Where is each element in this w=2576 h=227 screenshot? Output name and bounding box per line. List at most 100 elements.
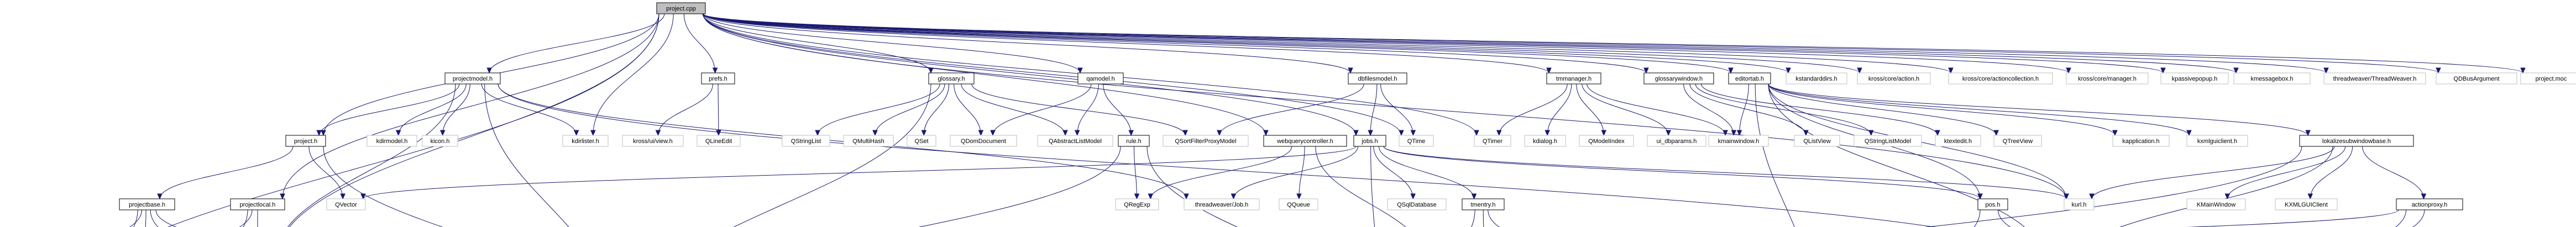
node-rule-h[interactable]: rule.h	[1118, 135, 1150, 147]
edge-projectmodel_h-to-project_h	[318, 83, 460, 136]
node-qregexp: QRegExp	[1115, 198, 1159, 210]
edge-project_cpp-to-threadweaver_ThreadWeaver_h	[703, 13, 2327, 73]
node-lokalizesubwindowbase-h[interactable]: lokalizesubwindowbase.h	[2299, 135, 2414, 147]
arrowhead-icon	[1786, 67, 1791, 74]
arrowhead-icon	[1353, 130, 1359, 136]
arrowhead-icon	[1134, 193, 1140, 200]
node-kdialog-h: kdialog.h	[1524, 135, 1566, 147]
node-qamodel-h[interactable]: qamodel.h	[1077, 72, 1124, 85]
arrowhead-icon	[1728, 67, 1734, 74]
node-box	[2275, 198, 2338, 210]
node-projectbase-h[interactable]: projectbase.h	[119, 198, 175, 210]
node-project-h[interactable]: project.h	[285, 135, 326, 147]
node-kdirlister-h: kdirlister.h	[562, 135, 609, 147]
node-tmentry-h[interactable]: tmentry.h	[1462, 198, 1505, 210]
node-label: kdialog.h	[1533, 138, 1557, 145]
node-glossary-h[interactable]: glossary.h	[928, 72, 975, 85]
node-webquerycontroller-h[interactable]: webquerycontroller.h	[1263, 135, 1347, 147]
node-box	[1353, 135, 1386, 147]
node-label: lokalizesubwindowbase.h	[2322, 138, 2391, 145]
node-label: kross/core/actioncollection.h	[1962, 76, 2039, 82]
edge-glossarywindow_h-to-QStringListModel	[1695, 83, 1872, 136]
node-box	[2396, 198, 2463, 210]
node-qstringlistmodel: QStringListModel	[1854, 135, 1922, 147]
edge-project_h-to-projectbase_h	[159, 146, 294, 199]
edge-project_cpp-to-qamodel_h	[703, 13, 1081, 73]
node-threadweaver-job-h: threadweaver/Job.h	[1184, 198, 1260, 210]
node-label: QQueue	[1287, 202, 1310, 208]
node-label: KXMLGUIClient	[2285, 202, 2328, 208]
node-box	[1708, 135, 1769, 147]
arrowhead-icon	[1977, 193, 1983, 200]
node-kstandarddirs-h: kstandarddirs.h	[1786, 72, 1847, 85]
node-box	[1263, 135, 1347, 147]
node-qqueue: QQueue	[1279, 198, 1318, 210]
node-label: kdirmodel.h	[376, 138, 408, 145]
node-dbfilesmodel-h[interactable]: dbfilesmodel.h	[1348, 72, 1407, 85]
arrowhead-icon	[815, 130, 820, 136]
arrowhead-icon	[1410, 130, 1416, 136]
node-actionproxy-h[interactable]: actionproxy.h	[2396, 198, 2463, 210]
edge-project_cpp-to-klocale_h	[167, 13, 659, 227]
node-box	[1348, 72, 1407, 85]
edge-glossary_h-to-QSortFilterProxyModel	[971, 83, 1186, 136]
node-label: QTreeView	[2003, 138, 2033, 145]
node-box	[2112, 135, 2170, 147]
node-projectmodel-h[interactable]: projectmodel.h	[444, 72, 501, 85]
node-editortab-h[interactable]: editortab.h	[1728, 72, 1771, 85]
node-prefs-h[interactable]: prefs.h	[701, 72, 735, 85]
node-label: QStringList	[791, 138, 821, 145]
node-label: kapplication.h	[2122, 138, 2159, 145]
node-label: project.cpp	[666, 6, 696, 12]
node-label: QModelIndex	[1588, 138, 1625, 145]
edge-actionproxy_h-to-QMap	[2395, 209, 2407, 227]
arrowhead-icon	[1148, 193, 1154, 200]
node-projectlocal-h[interactable]: projectlocal.h	[230, 198, 285, 210]
edge-project_cpp-to-editortab_h	[703, 13, 1731, 73]
node-pos-h[interactable]: pos.h	[1977, 198, 2008, 210]
node-tmmanager-h[interactable]: tmmanager.h	[1546, 72, 1601, 85]
node-label: kdirlister.h	[572, 138, 599, 145]
arrowhead-icon	[1399, 130, 1404, 136]
arrowhead-icon	[1062, 130, 1068, 136]
node-box	[119, 198, 175, 210]
node-qstringlist: QStringList	[782, 135, 830, 147]
node-box	[1279, 198, 1318, 210]
node-label: jobs.h	[1361, 138, 1378, 145]
node-qmultihash: QMultiHash	[843, 135, 894, 147]
edge-jobs_h-to-kurl_h	[1383, 146, 2067, 199]
node-kross-ui-view-h: kross/ui/view.h	[622, 135, 684, 147]
node-project-cpp[interactable]: project.cpp	[656, 2, 706, 14]
edge-projectmodel_h-to-QHash	[498, 83, 1936, 227]
arrowhead-icon	[1348, 67, 1353, 74]
node-box	[2233, 72, 2311, 85]
node-box	[1184, 198, 1260, 210]
edge-glossarywindow_h-to-kmainwindow_h	[1683, 83, 1734, 136]
arrowhead-icon	[1857, 67, 1862, 74]
edge-projectmodel_h-to-kdirlister_h	[481, 83, 577, 136]
arrowhead-icon	[590, 130, 596, 136]
arrowhead-icon	[395, 130, 401, 136]
node-jobs-h[interactable]: jobs.h	[1353, 135, 1386, 147]
node-box	[1854, 135, 1922, 147]
node-box	[1935, 135, 1981, 147]
node-kdirmodel-h: kdirmodel.h	[366, 135, 417, 147]
arrowhead-icon	[1074, 130, 1080, 136]
node-label: QSqlDatabase	[1397, 202, 1437, 208]
node-label: tmmanager.h	[1556, 76, 1591, 82]
edge-project_cpp-to-projectmodel_h	[489, 13, 665, 73]
edge-projectbase_h-to-kdebug_h	[155, 209, 177, 227]
arrowhead-icon	[1184, 193, 1189, 200]
edge-lokalizesubwindowbase_h-to-actionproxy_h	[2362, 146, 2424, 199]
arrowhead-icon	[360, 193, 366, 200]
node-label: kross/ui/view.h	[633, 138, 673, 145]
edge-project_cpp-to-kross_core_manager_h	[703, 13, 2069, 73]
arrowhead-icon	[1474, 130, 1479, 136]
node-label: QRegExp	[1124, 202, 1150, 208]
edge-project_cpp-to-glossarywindow_h	[703, 13, 1647, 73]
node-qvector: QVector	[326, 198, 366, 210]
node-glossarywindow-h[interactable]: glossarywindow.h	[1643, 72, 1714, 85]
node-box	[1977, 198, 2008, 210]
arrowhead-icon	[1948, 67, 1954, 74]
node-box	[622, 135, 684, 147]
